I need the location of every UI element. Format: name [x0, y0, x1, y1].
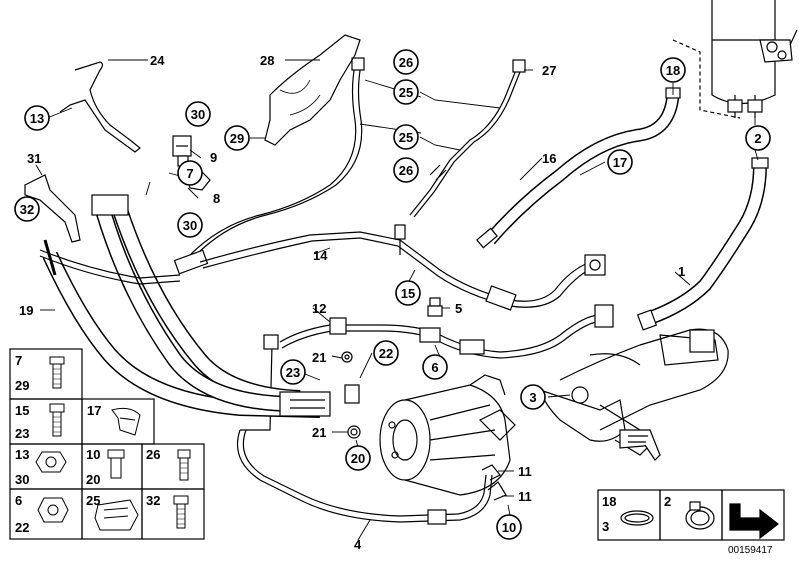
diagram-id: 00159417 [728, 545, 773, 556]
label-11-lower: 11 [518, 489, 532, 504]
label-12: 12 [312, 301, 326, 316]
line-14-drawing [199, 224, 606, 311]
inset-hardware-sketches [35, 356, 191, 531]
hose-12-drawing [279, 304, 614, 359]
hose-1-drawing [636, 157, 769, 331]
label-21-upper: 21 [312, 350, 326, 365]
label-27: 27 [542, 63, 556, 78]
callout-13: 13 [30, 111, 44, 126]
inset-label-6: 6 [15, 493, 22, 508]
hose-16-drawing [476, 87, 681, 249]
label-19: 19 [19, 303, 33, 318]
plain-labels: 1 4 5 8 9 11 11 12 14 16 19 21 21 24 27 … [19, 53, 685, 552]
callout-29: 29 [230, 131, 244, 146]
inset-label-32: 32 [146, 493, 160, 508]
callout-32: 32 [20, 202, 34, 217]
inset-label-7: 7 [15, 353, 22, 368]
steering-box-drawing [539, 328, 729, 461]
inset-label-18: 18 [602, 494, 616, 509]
inset-label-10: 10 [86, 447, 100, 462]
inset-label-25: 25 [86, 493, 100, 508]
callout-15: 15 [401, 286, 415, 301]
inset-grid-right [597, 489, 785, 541]
label-11-upper: 11 [518, 464, 532, 479]
inset-labels: 7 29 15 23 17 13 30 10 20 26 6 22 25 32 … [15, 353, 671, 535]
inset-label-3: 3 [602, 519, 609, 534]
line-4-drawing [236, 334, 493, 525]
label-4: 4 [354, 537, 362, 552]
label-21-lower: 21 [312, 425, 326, 440]
label-5: 5 [455, 301, 462, 316]
callout-23: 23 [286, 365, 300, 380]
inset-label-26: 26 [146, 447, 160, 462]
cooler-lines-drawing [39, 194, 331, 418]
inset-label-23: 23 [15, 426, 29, 441]
inset-label-29: 29 [15, 378, 29, 393]
callout-10: 10 [502, 520, 516, 535]
circled-callouts [14, 49, 771, 540]
inset-label-22: 22 [15, 520, 29, 535]
label-14: 14 [313, 248, 328, 263]
callout-30-lower: 30 [183, 218, 197, 233]
inset-label-13: 13 [15, 447, 29, 462]
label-8: 8 [213, 191, 220, 206]
callout-17: 17 [613, 155, 627, 170]
label-1: 1 [678, 264, 685, 279]
label-9: 9 [210, 150, 217, 165]
inset-label-15: 15 [15, 403, 29, 418]
callout-20: 20 [351, 451, 365, 466]
pump-drawing [379, 374, 516, 496]
brackets-drawing [24, 34, 361, 243]
clamps-drawing [341, 351, 507, 501]
callout-26-lower: 26 [399, 163, 413, 178]
inset-label-2: 2 [664, 494, 671, 509]
inset-label-20: 20 [86, 472, 100, 487]
callout-26-upper: 26 [399, 55, 413, 70]
callout-22: 22 [379, 346, 393, 361]
reservoir-drawing [672, 0, 798, 119]
callout-7: 7 [186, 166, 193, 181]
inset-label-30: 30 [15, 472, 29, 487]
callout-25-lower: 25 [399, 130, 413, 145]
upper-lines-drawing [173, 57, 526, 275]
callout-18: 18 [666, 63, 680, 78]
label-16: 16 [542, 151, 556, 166]
inset-grid-left [9, 348, 205, 540]
inset-label-17: 17 [87, 403, 101, 418]
label-31: 31 [27, 151, 41, 166]
sensor-5-drawing [427, 297, 443, 317]
callout-30-upper: 30 [191, 107, 205, 122]
callout-3: 3 [529, 390, 536, 405]
callout-6: 6 [431, 360, 438, 375]
callout-2: 2 [754, 131, 761, 146]
callout-25-upper: 25 [399, 85, 413, 100]
label-28: 28 [260, 53, 274, 68]
label-24: 24 [150, 53, 165, 68]
circled-labels: 2 3 6 7 10 13 15 17 18 20 22 23 25 25 26… [20, 55, 762, 535]
